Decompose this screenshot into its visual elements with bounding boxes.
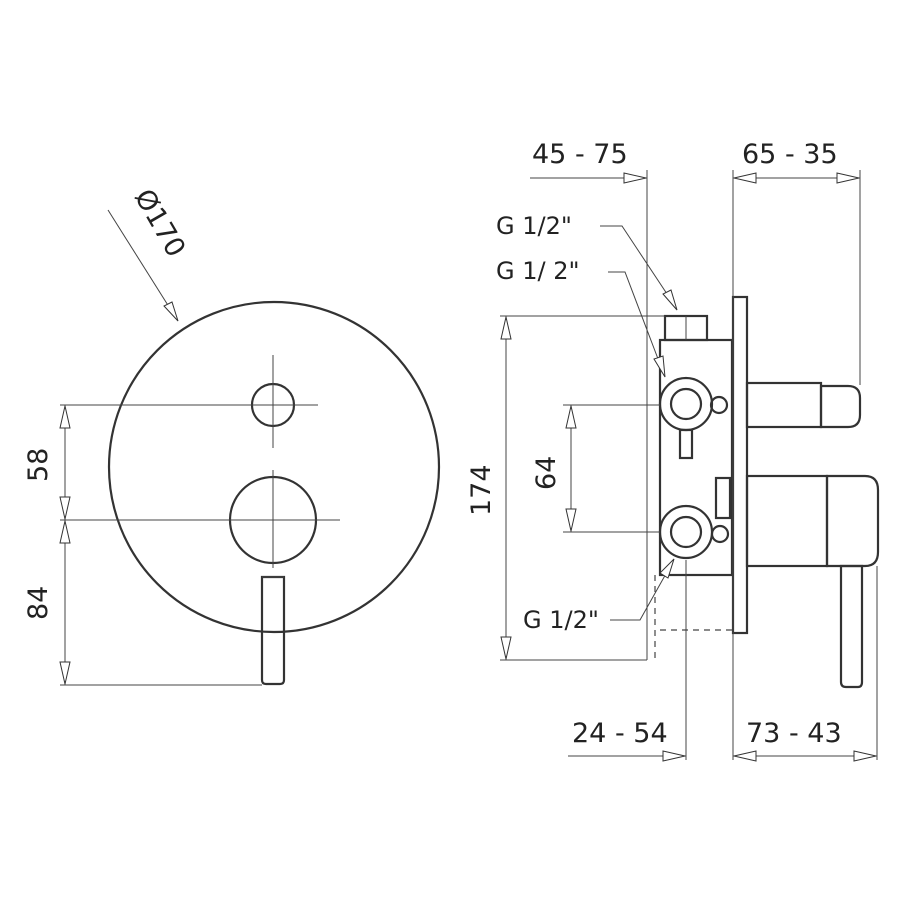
leader-top-1 [600,225,676,307]
diameter-label: Ø170 [128,184,191,263]
front-view: Ø170 58 84 [23,184,441,686]
dim-bottom-right-label: 73 - 43 [746,718,842,749]
arrow-bottom-right-a [733,750,757,762]
connection-top-1-label: G 1/2" [496,212,572,240]
arrow-bottom-left [662,750,686,762]
dim-bottom-left-label: 24 - 54 [572,718,668,749]
handle-shaft [745,474,829,568]
leader-bottom [610,562,673,621]
arrow-84-top [59,520,71,544]
arrow-top-right-b [836,172,860,184]
handle-head [825,474,880,568]
handle-lever [839,564,864,689]
diverter-cap [819,384,862,429]
upper-screw [709,395,729,415]
connection-bottom-label: G 1/2" [523,606,599,634]
arrow-bottom [659,558,675,579]
arrow-58-top [59,405,71,429]
dim-height-label: 174 [466,464,497,516]
arrow-top-2 [653,355,666,378]
arrow-64-top [565,405,577,429]
arrow-top-left [623,172,647,184]
arrow-bottom-right-b [853,750,877,762]
leader-top-2 [608,271,664,373]
lower-screw [710,524,730,544]
cartridge-stem [678,428,694,460]
upper-inlet-ring [658,376,714,432]
dim-top-right-label: 65 - 35 [742,139,838,170]
side-view: 45 - 75 65 - 35 24 - 54 73 - 43 174 64 G… [466,139,880,762]
diverter-stem [745,381,823,429]
hidden-box-outline [654,575,733,660]
lower-inlet-ring [658,504,714,560]
arrow-174-bottom [500,636,512,660]
dim-top-left-label: 45 - 75 [532,139,628,170]
faceplate-circle [107,300,441,634]
lower-inlet-bore [669,515,703,549]
dim-58-label: 58 [23,448,54,482]
arrow-64-bottom [565,508,577,532]
arrow-top-1 [662,289,678,311]
upper-inlet-bore [669,387,703,421]
mixer-lever [260,575,286,686]
side-wall-plate [731,295,749,635]
diameter-arrow [163,301,179,322]
dim-84-label: 84 [23,586,54,620]
mid-bracket [714,476,732,520]
arrow-top-right-a [733,172,757,184]
arrow-58-bottom [59,496,71,520]
diameter-leader [107,209,177,319]
dim-inlet-spacing-label: 64 [531,456,562,490]
arrow-174-top [500,316,512,340]
arrow-84-bottom [59,661,71,685]
connection-top-2-label: G 1/ 2" [496,257,580,285]
valve-body [658,338,734,577]
